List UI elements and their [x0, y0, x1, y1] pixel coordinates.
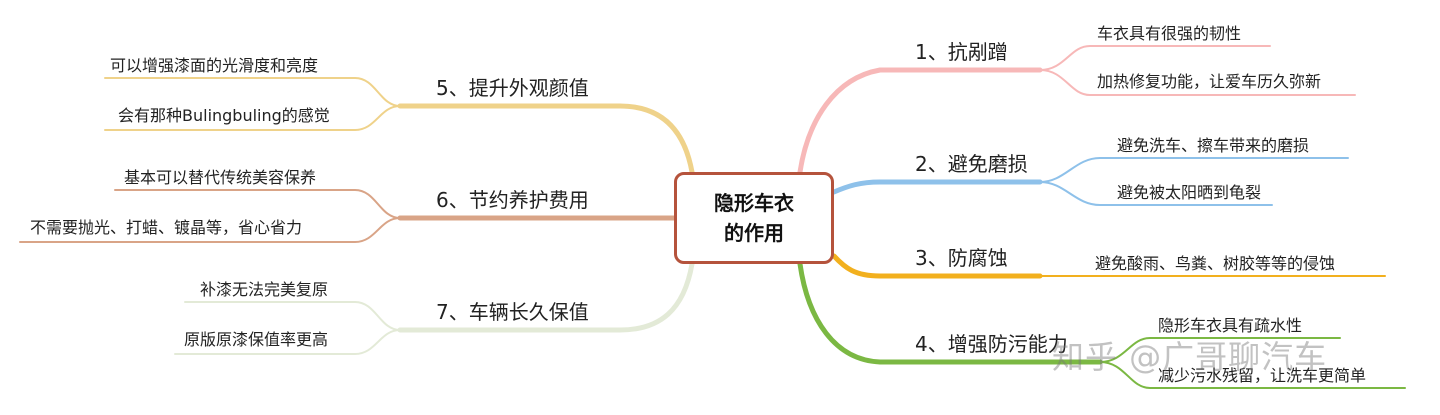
- branch-5-leaf-2: 会有那种Bulingbuling的感觉: [118, 106, 330, 125]
- branch-6-connectors: [19, 189, 677, 243]
- branch-1-leaf-1: 车衣具有很强的韧性: [1097, 24, 1242, 43]
- branch-2-label: 2、避免磨损: [915, 152, 1028, 176]
- branch-4-connectors: [797, 261, 1406, 389]
- branch-4-label: 4、增强防污能力: [915, 332, 1068, 356]
- branch-5-connectors: [104, 77, 695, 175]
- branch-4-leaf-2: 减少污水残留，让洗车更简单: [1158, 366, 1367, 385]
- branch-2-connectors: [831, 157, 1349, 206]
- branch-7-leaf-2: 原版原漆保值率更高: [184, 330, 329, 349]
- branch-1-leaf-2: 加热修复功能，让爱车历久弥新: [1097, 72, 1322, 91]
- branch-6-label: 6、节约养护费用: [436, 188, 589, 212]
- branch-7-leaf-1: 补漆无法完美复原: [200, 280, 329, 299]
- watermark: 知乎 @广哥聊汽车: [1052, 338, 1328, 376]
- branch-5-label: 5、提升外观颜值: [436, 76, 589, 100]
- branch-1-label: 1、抗剐蹭: [915, 40, 1008, 64]
- center-line-1: 隐形车衣: [714, 191, 794, 215]
- center-line-2: 的作用: [724, 221, 784, 245]
- branch-3-leaf-1: 避免酸雨、鸟粪、树胶等等的侵蚀: [1095, 254, 1336, 273]
- branch-3-connectors: [831, 253, 1386, 279]
- branch-2-leaf-2: 避免被太阳晒到龟裂: [1117, 183, 1262, 202]
- branch-3-label: 3、防腐蚀: [915, 246, 1008, 270]
- branch-7-label: 7、车辆长久保值: [436, 300, 589, 324]
- branch-6-leaf-2: 不需要抛光、打蜡、镀晶等，省心省力: [30, 218, 303, 237]
- center-node: 隐形车衣 的作用: [674, 172, 834, 264]
- branch-2-leaf-1: 避免洗车、擦车带来的磨损: [1117, 136, 1310, 155]
- branch-1-connectors: [797, 45, 1356, 175]
- branch-5-leaf-1: 可以增强漆面的光滑度和亮度: [110, 56, 319, 75]
- branch-6-leaf-1: 基本可以替代传统美容保养: [124, 168, 317, 187]
- branch-7-connectors: [174, 261, 695, 355]
- branch-4-leaf-1: 隐形车衣具有疏水性: [1158, 316, 1303, 335]
